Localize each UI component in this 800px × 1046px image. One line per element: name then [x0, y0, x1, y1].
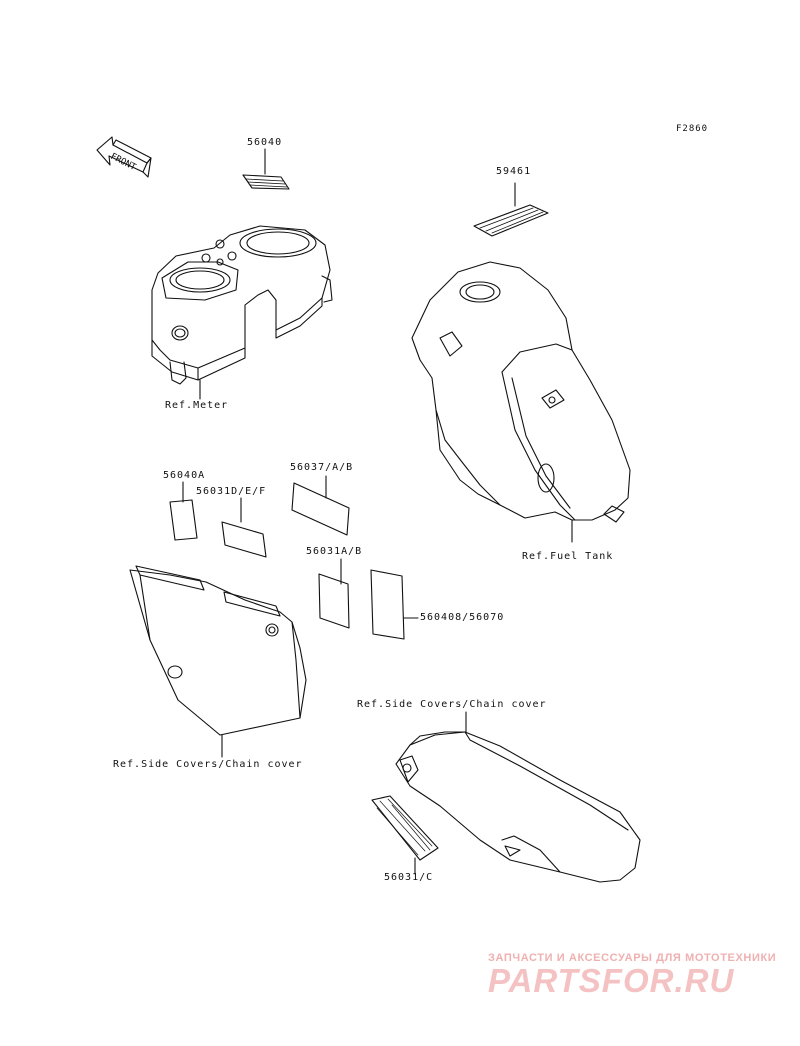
- decal-56031c: [371, 795, 439, 875]
- ref-meter-label: Ref.Meter: [165, 400, 229, 411]
- watermark-tagline: ЗАПЧАСТИ И АКСЕССУАРЫ ДЛЯ МОТОТЕХНИКИ: [488, 952, 777, 964]
- part-label-56040: 56040: [247, 137, 283, 148]
- front-arrow-icon: FRONT: [96, 136, 152, 178]
- part-label-56031def: 56031D/E/F: [196, 486, 267, 497]
- ref-side-covers-right-label: Ref.Side Covers/Chain cover: [357, 699, 547, 710]
- part-label-56031ab: 56031A/B: [306, 546, 363, 557]
- decal-56037ab: [291, 475, 350, 536]
- side-cover-left: [129, 565, 307, 758]
- decal-56031def: [221, 497, 267, 558]
- part-label-56037ab: 56037/A/B: [290, 462, 354, 473]
- part-label-56031c: 56031/C: [384, 872, 434, 883]
- decal-560408: [370, 569, 419, 640]
- part-label-56040a: 56040A: [163, 470, 206, 481]
- meter-housing: [151, 225, 333, 400]
- part-label-59461: 59461: [496, 166, 532, 177]
- decal-56040: [242, 148, 290, 190]
- chain-cover: [395, 711, 641, 883]
- ref-side-covers-left-label: Ref.Side Covers/Chain cover: [113, 759, 303, 770]
- decal-59461: [473, 182, 549, 237]
- fuel-tank: [411, 261, 631, 543]
- decal-56031ab: [318, 558, 350, 629]
- watermark-brand: PARTSFOR.RU: [488, 962, 735, 999]
- front-arrow-text: FRONT: [109, 152, 138, 173]
- part-label-560408: 560408/56070: [420, 612, 505, 623]
- ref-fuel-tank-label: Ref.Fuel Tank: [522, 551, 614, 562]
- figure-code: F2860: [676, 124, 709, 134]
- decal-56040a: [169, 481, 198, 541]
